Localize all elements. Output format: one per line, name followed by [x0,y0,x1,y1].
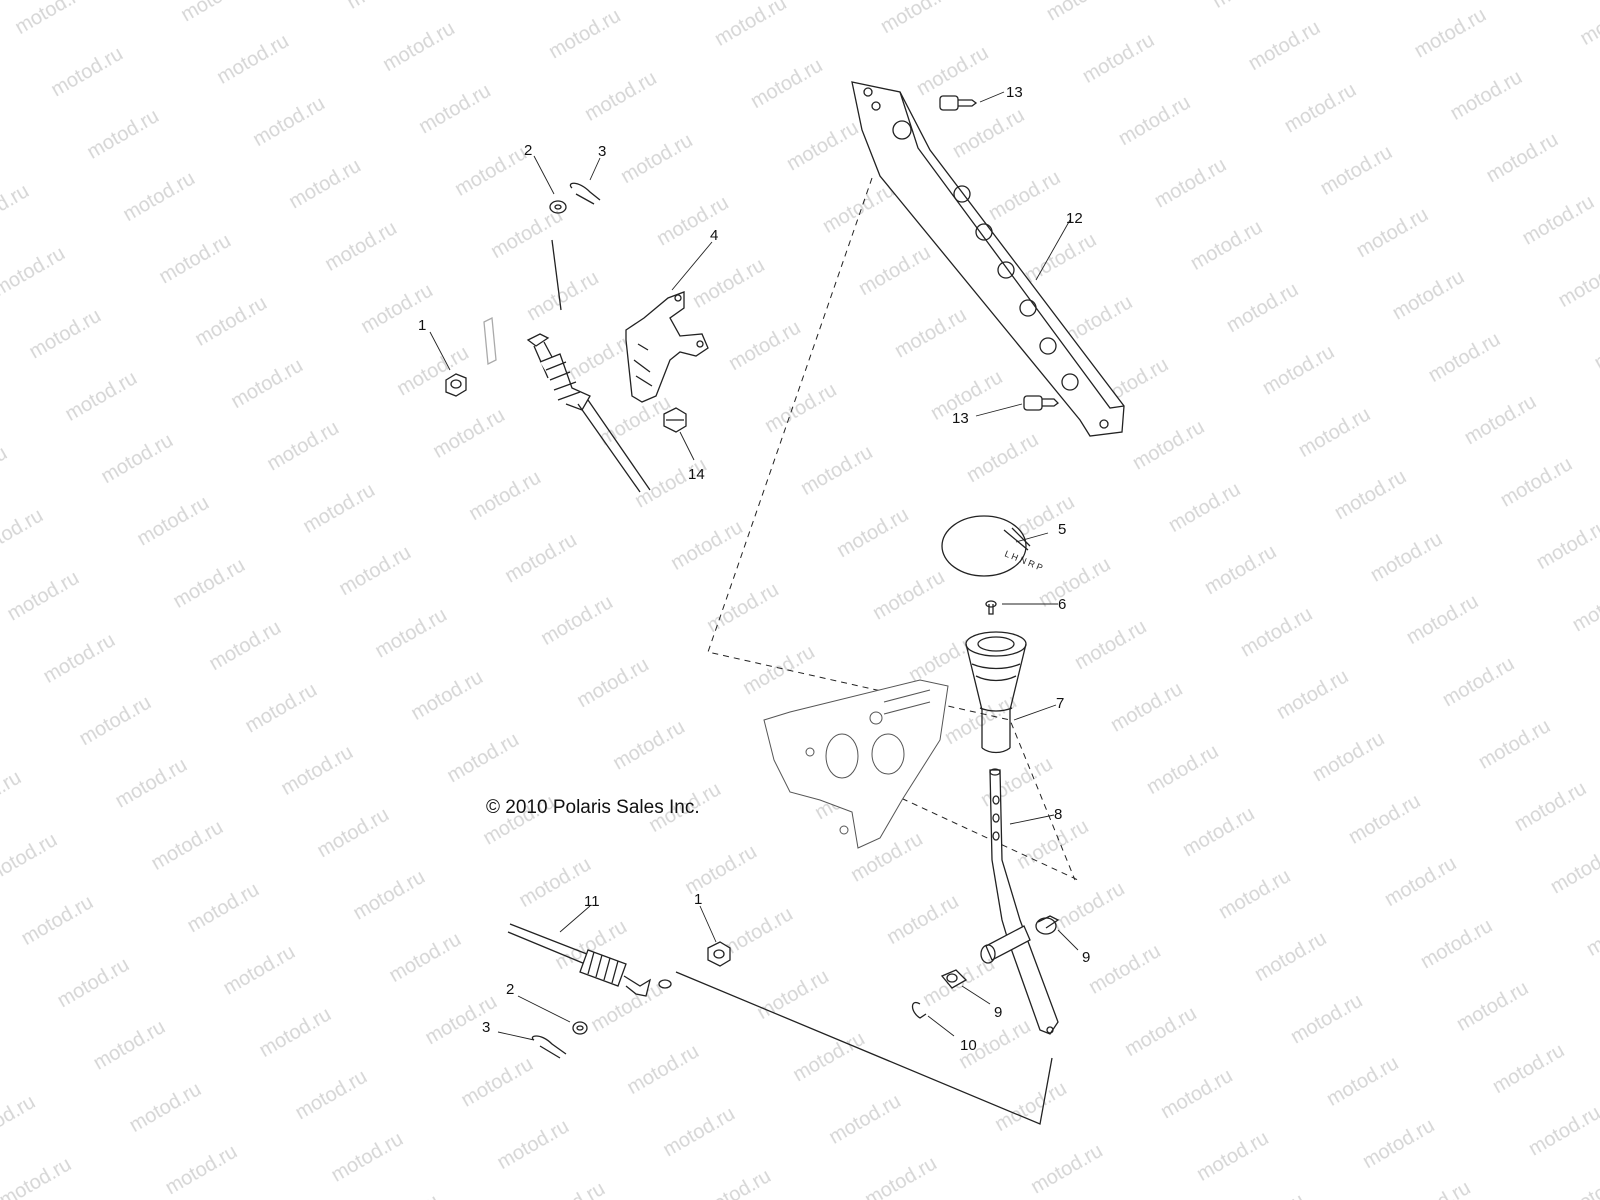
shift-knob [965,631,1027,754]
callout-5: 5 [1058,521,1066,538]
callout-8: 8 [1054,806,1062,823]
bolt-top [939,95,978,111]
washer-top [549,200,567,214]
callout-1-top: 1 [418,317,426,334]
callout-leaders [429,91,1079,1041]
callout-9-b: 9 [994,1004,1002,1021]
callout-4: 4 [710,227,718,244]
callout-9-a: 9 [1082,949,1090,966]
callout-7: 7 [1056,695,1064,712]
bolt-bottom [1023,395,1059,411]
bushing-a [1035,915,1060,935]
callout-13-top: 13 [1006,84,1023,101]
callout-11: 11 [584,893,600,910]
callout-13-bottom: 13 [952,410,969,427]
shift-cable-bottom-end [507,923,672,997]
assembly-line [551,239,562,311]
callout-3-bottom: 3 [482,1019,490,1036]
bushing-b [940,969,968,989]
assembly-line-bottom [675,971,1053,1125]
shift-lever [980,768,1059,1035]
shift-cable-top-end [483,316,651,493]
pivot-bracket-phantom [763,679,949,849]
callout-12: 12 [1066,210,1083,227]
callout-1-bottom: 1 [694,891,702,908]
cable-bracket [625,291,709,403]
shift-knob-cap: L H N R P [941,515,1044,577]
callout-3-top: 3 [598,143,606,160]
dashed-guide-line-2 [861,779,1079,881]
washer-bottom [572,1021,588,1035]
copyright-notice: © 2010 Polaris Sales Inc. [486,797,700,818]
cotter-pin-top [569,182,601,205]
bolt-flanged [663,407,687,433]
mounting-bar [851,81,1125,437]
nut-bottom [707,941,731,967]
cotter-pin-bottom [531,1035,567,1059]
callout-2-bottom: 2 [506,981,514,998]
nut-top [445,373,467,397]
callout-labels: 1 2 3 4 5 6 7 8 9 9 10 11 12 13 13 14 1 … [418,84,1090,1054]
callout-6: 6 [1058,596,1066,613]
callout-10: 10 [960,1037,977,1054]
e-clip [911,1001,927,1019]
callout-2-top: 2 [524,142,532,159]
screw [985,600,997,615]
callout-14: 14 [688,466,705,483]
